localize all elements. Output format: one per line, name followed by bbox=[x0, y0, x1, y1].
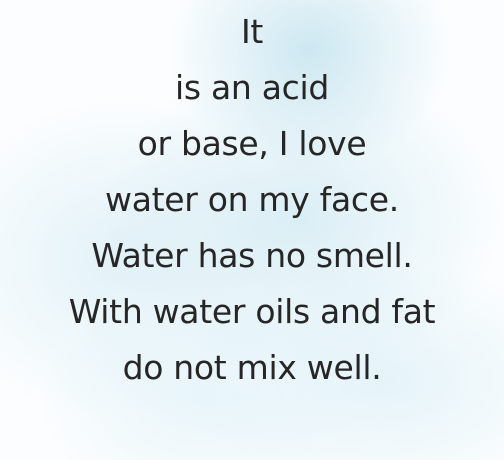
poem-line-6: With water oils and fat bbox=[68, 292, 436, 331]
poem-line-1: It bbox=[240, 12, 264, 51]
poem-line-3: or base, I love bbox=[137, 124, 367, 163]
poem-line-4: water on my face. bbox=[105, 180, 399, 219]
poem-line-5: Water has no smell. bbox=[91, 236, 413, 275]
poem-text: It is an acid or base, I love water on m… bbox=[0, 4, 504, 396]
poem-line-2: is an acid bbox=[175, 68, 329, 107]
poem-line-7: do not mix well. bbox=[122, 348, 382, 387]
